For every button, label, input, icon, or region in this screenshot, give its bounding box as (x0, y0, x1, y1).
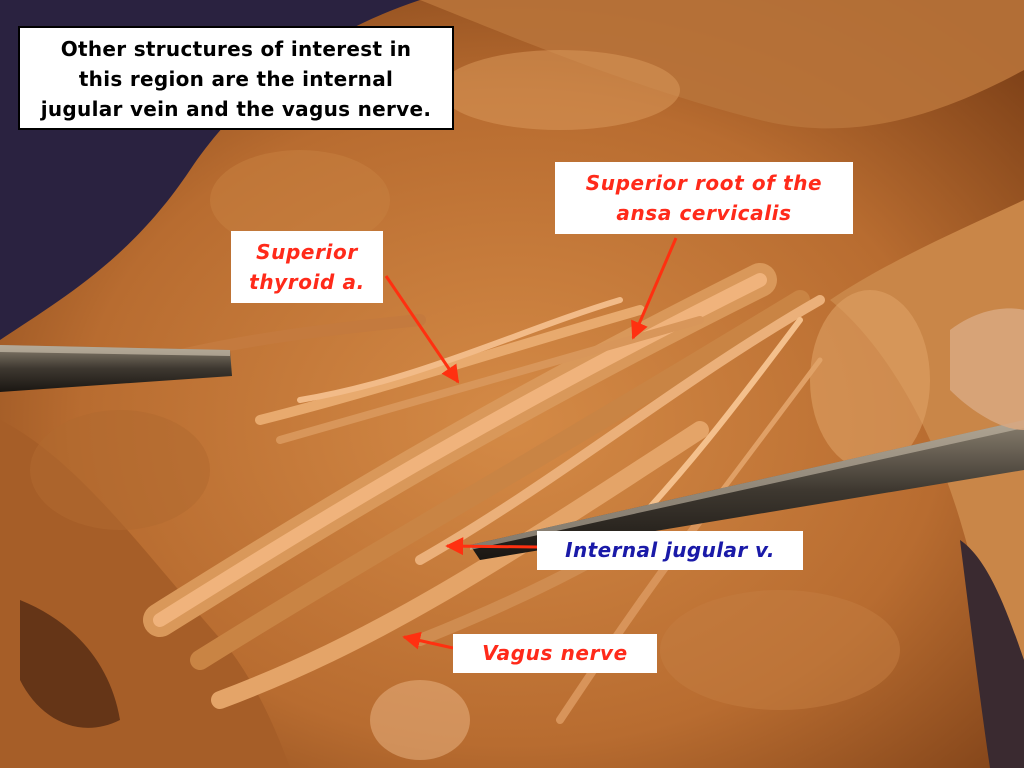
gloved-hand (950, 308, 1024, 430)
tissue-upper-fold (420, 0, 1024, 129)
label-vagus-nerve: Vagus nerve (453, 634, 657, 673)
thyroid-line-2: thyroid a. (249, 270, 365, 294)
info-caption-box: Other structures of interest in this reg… (18, 26, 454, 130)
ansa-line-2: ansa cervicalis (616, 201, 792, 225)
info-line-3: jugular vein and the vagus nerve. (40, 97, 432, 121)
arrow-superior-thyroid (384, 275, 460, 384)
arrow-vagus-nerve (402, 631, 454, 650)
vagus-text: Vagus nerve (482, 641, 628, 665)
info-line-1: Other structures of interest in (60, 37, 412, 61)
forceps-right (470, 420, 1024, 560)
tissue-texture (30, 50, 930, 760)
label-arrows (384, 237, 678, 650)
forceps-left (0, 345, 232, 392)
label-superior-thyroid-artery: Superior thyroid a. (231, 231, 383, 303)
label-ansa-cervicalis: Superior root of the ansa cervicalis (555, 162, 853, 234)
arrow-internal-jugular (445, 537, 538, 556)
right-shadow (960, 540, 1024, 768)
nerve-fibers (143, 263, 825, 724)
thyroid-line-1: Superior (256, 240, 358, 264)
label-internal-jugular-vein: Internal jugular v. (537, 531, 803, 570)
dark-shadow (20, 600, 120, 728)
ansa-line-1: Superior root of the (585, 171, 823, 195)
jugular-text: Internal jugular v. (565, 538, 775, 562)
arrow-ansa-cervicalis (631, 237, 678, 340)
info-line-2: this region are the internal (78, 67, 394, 91)
